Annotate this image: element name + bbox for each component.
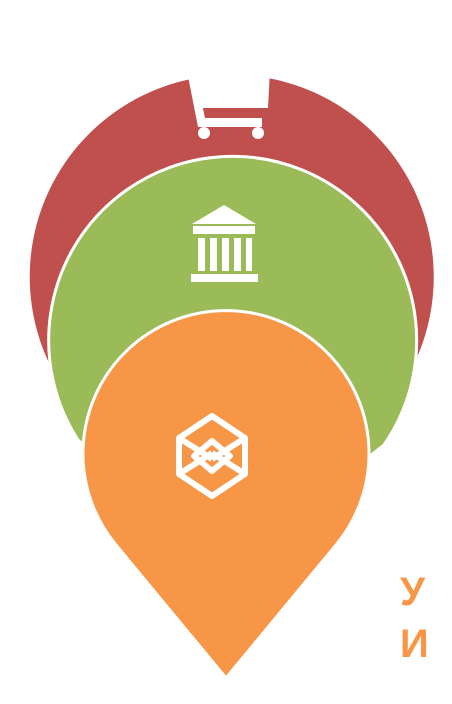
- caption-line-2: И: [400, 622, 429, 666]
- caption-line-1: У: [400, 570, 425, 614]
- shopping-cart-icon: [176, 61, 270, 139]
- bank-building-icon: [191, 205, 258, 282]
- codepen-cube-icon: [176, 413, 248, 499]
- orange-pin: [81, 309, 371, 681]
